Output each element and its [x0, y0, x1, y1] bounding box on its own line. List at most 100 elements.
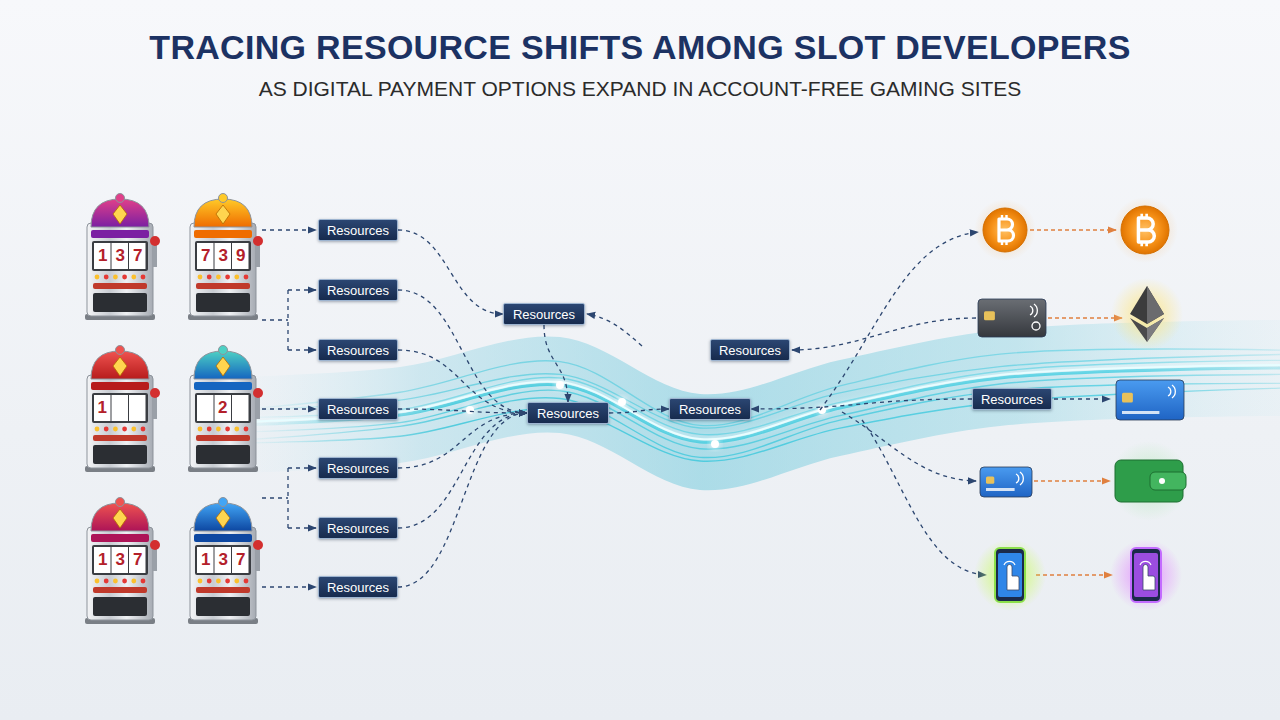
subtitle: AS DIGITAL PAYMENT OPTIONS EXPAND IN ACC…: [0, 74, 1280, 104]
resource-box: Resources: [318, 457, 398, 479]
slot-panel: [196, 445, 250, 464]
slot-header: [91, 534, 149, 542]
slot-light: [234, 275, 239, 280]
phone-screen: [1134, 553, 1158, 597]
slot-panel: [196, 597, 250, 616]
payment-card: [978, 299, 1046, 337]
slot-light: [113, 579, 118, 584]
ethereum-bottom: [1130, 318, 1164, 342]
phone-halo: [974, 539, 1046, 611]
payment-card: [1116, 380, 1184, 420]
contactless-arcs: [1168, 385, 1175, 398]
reel: [112, 395, 129, 421]
slot-light: [141, 427, 146, 432]
dashed-flow-line: [262, 497, 288, 498]
flow-connector: [398, 230, 503, 314]
reel: [232, 395, 249, 421]
dashed-flow-line: [262, 586, 316, 587]
flow-connector: [751, 399, 972, 409]
slot-light: [122, 579, 127, 584]
card-chip: [1122, 393, 1133, 403]
flow-strand: [240, 368, 1280, 442]
slot-body: [190, 223, 256, 316]
card-stripe: [1122, 411, 1159, 414]
flow-connector: [398, 409, 527, 413]
dashed-flow-line: [842, 412, 976, 481]
coin-halo: [1112, 197, 1178, 263]
slot-top-light: [219, 346, 228, 355]
slot-machine: [85, 498, 160, 625]
slot-light: [198, 427, 203, 432]
slot-light: [141, 275, 146, 280]
slot-light: [225, 579, 230, 584]
bitcoin-b: [999, 219, 1014, 241]
flow-connector: [544, 325, 568, 402]
flow-strand: [240, 355, 1280, 429]
slot-lever: [256, 243, 260, 267]
wallet-halo: [1109, 441, 1189, 521]
slot-body: [87, 223, 153, 316]
slot-panel: [93, 445, 147, 464]
reel-number: 2: [215, 395, 232, 421]
reel-number: 739: [197, 243, 263, 269]
slot-top-light: [219, 498, 228, 507]
slot-buttons: [196, 283, 250, 289]
wallet-flap: [1150, 472, 1186, 490]
slot-lever-knob: [253, 388, 263, 398]
slot-light: [95, 427, 100, 432]
slot-light: [207, 427, 212, 432]
conversion-line: [1030, 229, 1116, 230]
box-label: Resources: [513, 307, 575, 322]
slot-light: [244, 275, 249, 280]
slot-light: [113, 427, 118, 432]
slot-machine: [85, 194, 160, 321]
dashed-flow-line: [262, 229, 316, 230]
flow-connector: [398, 413, 527, 468]
slot-top-light: [116, 346, 125, 355]
reel: [94, 395, 111, 421]
slot-light: [244, 427, 249, 432]
slot-light: [122, 275, 127, 280]
reel-number: 137: [94, 243, 160, 269]
flow-connector: [398, 350, 527, 413]
box-label: Resources: [679, 402, 741, 417]
slot-buttons: [196, 435, 250, 441]
resource-box: Resources: [318, 219, 398, 241]
phone-halo: [1110, 539, 1182, 611]
slot-emblem: [216, 205, 230, 224]
slot-lever-knob: [150, 540, 160, 550]
resource-box: Resources: [318, 398, 398, 420]
slot-light: [207, 275, 212, 280]
flow-strand: [240, 374, 1280, 449]
phone-body: [995, 548, 1025, 602]
slot-header: [194, 534, 252, 542]
slot-lever: [153, 395, 157, 419]
slot-light: [113, 275, 118, 280]
card-stripe: [986, 488, 1015, 491]
slot-light: [141, 579, 146, 584]
bitcoin-ticks: [1142, 214, 1147, 247]
slot-top-light: [116, 498, 125, 507]
glow-dot: [711, 440, 719, 448]
slot-dome: [91, 503, 149, 531]
slot-emblem: [113, 205, 127, 224]
dashed-flow-line: [262, 408, 316, 409]
slot-light: [225, 275, 230, 280]
slot-body: [87, 375, 153, 468]
slot-header: [194, 382, 252, 390]
dashed-flow-line: [792, 318, 976, 350]
resource-box: Resources: [527, 402, 609, 424]
reel-number: 137: [197, 547, 263, 573]
dashed-flow-line: [1054, 398, 1110, 399]
reel-frame: [92, 393, 148, 423]
slot-lever-knob: [253, 540, 263, 550]
slot-lever: [153, 547, 157, 571]
slot-emblem: [216, 357, 230, 376]
card-chip: [984, 311, 995, 320]
bitcoin-symbol: [1138, 214, 1154, 247]
reel: [215, 395, 232, 421]
slot-light: [207, 579, 212, 584]
payment-card: [980, 467, 1032, 497]
